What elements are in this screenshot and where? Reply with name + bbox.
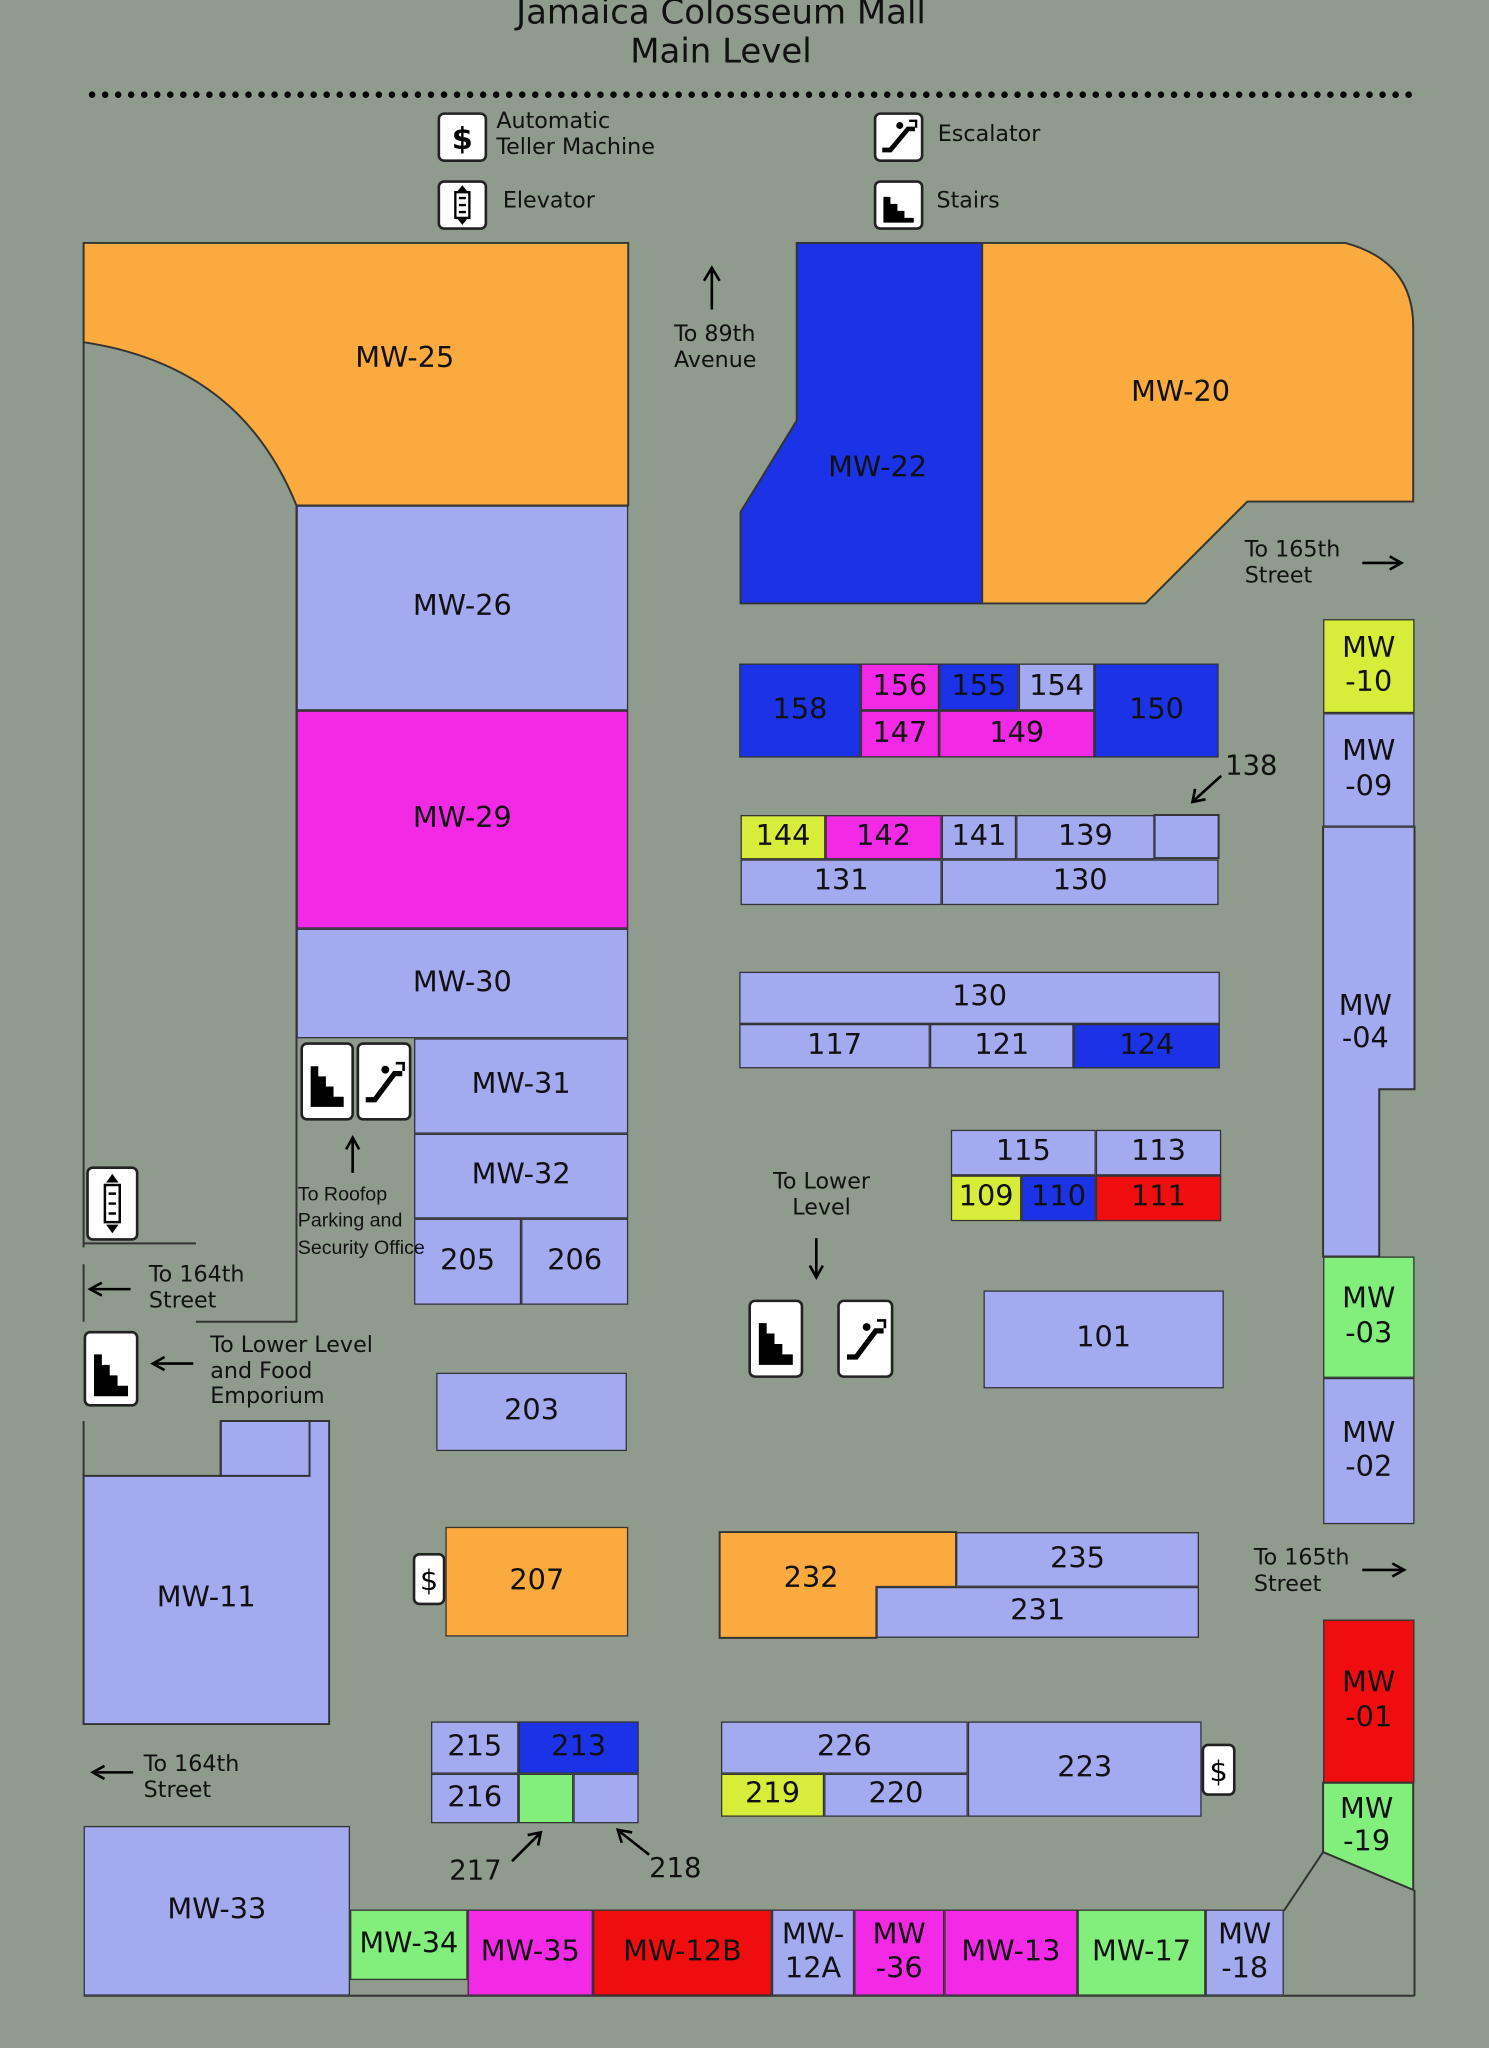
atm-icon[interactable]: $: [412, 1552, 446, 1606]
unit-213[interactable]: 213: [518, 1721, 639, 1774]
unit-217[interactable]: [518, 1773, 574, 1824]
unit-149[interactable]: 149: [939, 710, 1095, 758]
unit-232[interactable]: 232: [783, 1562, 839, 1595]
unit-223[interactable]: 223: [967, 1721, 1202, 1817]
unit-mw-26[interactable]: MW-26: [296, 505, 629, 711]
unit-220[interactable]: 220: [824, 1773, 968, 1817]
label-217: 217: [449, 1854, 502, 1887]
unit-mw-29[interactable]: MW-29: [296, 710, 629, 929]
unit-mw-11[interactable]: MW-11: [156, 1581, 256, 1615]
unit-216[interactable]: 216: [431, 1773, 519, 1824]
label-to-165th-b: To 165th Street: [1253, 1545, 1350, 1597]
unit-207[interactable]: 207: [445, 1526, 629, 1637]
svg-text:$: $: [420, 1564, 438, 1597]
label-to-roof: To Roofop Parking and Security Office: [297, 1183, 425, 1259]
unit-mw-17[interactable]: MW-17: [1077, 1909, 1206, 1996]
title-divider: [88, 91, 1414, 98]
level-title: Main Level: [630, 32, 812, 72]
label-138: 138: [1225, 749, 1278, 782]
unit-226[interactable]: 226: [720, 1721, 968, 1774]
unit-139[interactable]: 139: [1016, 815, 1155, 860]
legend-atm-label: Automatic Teller Machine: [496, 108, 655, 161]
legend-stairs-label: Stairs: [936, 188, 1000, 215]
unit-mw-09[interactable]: MW -09: [1323, 713, 1415, 827]
unit-mw-35[interactable]: MW-35: [467, 1909, 593, 1996]
unit-110[interactable]: 110: [1021, 1175, 1096, 1222]
label-to-lower-level: To Lower Level: [773, 1168, 871, 1221]
unit-150[interactable]: 150: [1094, 663, 1219, 758]
svg-text:$: $: [452, 122, 473, 157]
unit-mw-03[interactable]: MW -03: [1323, 1256, 1415, 1378]
unit-mw-19[interactable]: MW -19: [1340, 1793, 1394, 1859]
unit-215[interactable]: 215: [431, 1721, 519, 1774]
stairs-icon[interactable]: [83, 1330, 139, 1407]
label-218: 218: [649, 1852, 702, 1884]
unit-mw-30[interactable]: MW-30: [296, 928, 629, 1039]
unit-mw-13[interactable]: MW-13: [944, 1909, 1078, 1996]
escalator-icon[interactable]: [356, 1042, 412, 1121]
unit-131[interactable]: 131: [740, 859, 942, 906]
unit-205[interactable]: 205: [414, 1218, 522, 1305]
legend-elevator-label: Elevator: [502, 188, 595, 215]
unit-130-b[interactable]: 130: [739, 971, 1220, 1024]
label-to-165th-a: To 165th Street: [1244, 536, 1341, 589]
unit-147[interactable]: 147: [860, 710, 940, 758]
unit-mw-25[interactable]: MW-25: [355, 342, 455, 375]
unit-156[interactable]: 156: [860, 663, 940, 711]
unit-101[interactable]: 101: [983, 1290, 1224, 1389]
atm-icon[interactable]: $: [1201, 1743, 1236, 1796]
svg-text:$: $: [1209, 1754, 1227, 1788]
unit-155[interactable]: 155: [939, 663, 1019, 711]
unit-203[interactable]: 203: [436, 1372, 627, 1452]
unit-mw-18[interactable]: MW -18: [1205, 1909, 1284, 1996]
label-to-164th-a: To 164th Street: [148, 1261, 245, 1314]
unit-mw-02[interactable]: MW -02: [1323, 1377, 1415, 1525]
unit-mw-32[interactable]: MW-32: [414, 1133, 629, 1219]
unit-mw-04[interactable]: MW -04: [1338, 990, 1392, 1056]
unit-mw-34[interactable]: MW-34: [350, 1909, 468, 1981]
unit-mw-22[interactable]: MW-22: [828, 451, 928, 485]
unit-mw-12b[interactable]: MW-12B: [592, 1909, 772, 1996]
unit-144[interactable]: 144: [740, 815, 826, 860]
unit-mw-12a[interactable]: MW- 12A: [771, 1909, 855, 1996]
unit-113[interactable]: 113: [1095, 1129, 1222, 1176]
label-to-164th-b: To 164th Street: [143, 1751, 240, 1804]
unit-109[interactable]: 109: [950, 1175, 1022, 1222]
unit-124[interactable]: 124: [1073, 1023, 1220, 1069]
map-title: Jamaica Colosseum Mall: [516, 0, 926, 33]
legend-escalator-label: Escalator: [937, 121, 1041, 148]
label-to-89th: To 89th Avenue: [673, 321, 757, 373]
unit-mw-20[interactable]: MW-20: [1131, 376, 1231, 409]
unit-mw-10[interactable]: MW -10: [1323, 619, 1415, 714]
stairs-icon[interactable]: [748, 1299, 804, 1378]
unit-206[interactable]: 206: [521, 1218, 629, 1305]
unit-219[interactable]: 219: [720, 1773, 825, 1817]
unit-218[interactable]: [573, 1773, 639, 1824]
stairs-icon[interactable]: [300, 1042, 354, 1121]
unit-111[interactable]: 111: [1095, 1175, 1222, 1222]
atm-icon: $: [437, 112, 488, 162]
unit-130-a[interactable]: 130: [941, 859, 1219, 906]
unit-mw-31[interactable]: MW-31: [414, 1038, 629, 1134]
label-to-lower-food: To Lower Level and Food Emporium: [210, 1332, 373, 1410]
unit-141[interactable]: 141: [941, 815, 1017, 860]
unit-154[interactable]: 154: [1018, 663, 1095, 711]
unit-115[interactable]: 115: [950, 1129, 1096, 1176]
unit-235[interactable]: 235: [956, 1532, 1199, 1587]
unit-121[interactable]: 121: [929, 1023, 1074, 1069]
unit-142[interactable]: 142: [825, 815, 942, 860]
escalator-icon[interactable]: [837, 1299, 894, 1378]
stairs-icon: [873, 180, 924, 230]
elevator-icon: [437, 180, 488, 230]
unit-231[interactable]: 231: [876, 1586, 1199, 1638]
unit-mw-33[interactable]: MW-33: [83, 1825, 351, 1996]
unit-158[interactable]: 158: [739, 663, 861, 758]
elevator-icon[interactable]: [86, 1166, 139, 1241]
unit-mw-36[interactable]: MW -36: [854, 1909, 945, 1996]
unit-mw-01[interactable]: MW -01: [1323, 1619, 1415, 1783]
unit-117[interactable]: 117: [739, 1023, 930, 1069]
escalator-icon: [873, 112, 924, 162]
